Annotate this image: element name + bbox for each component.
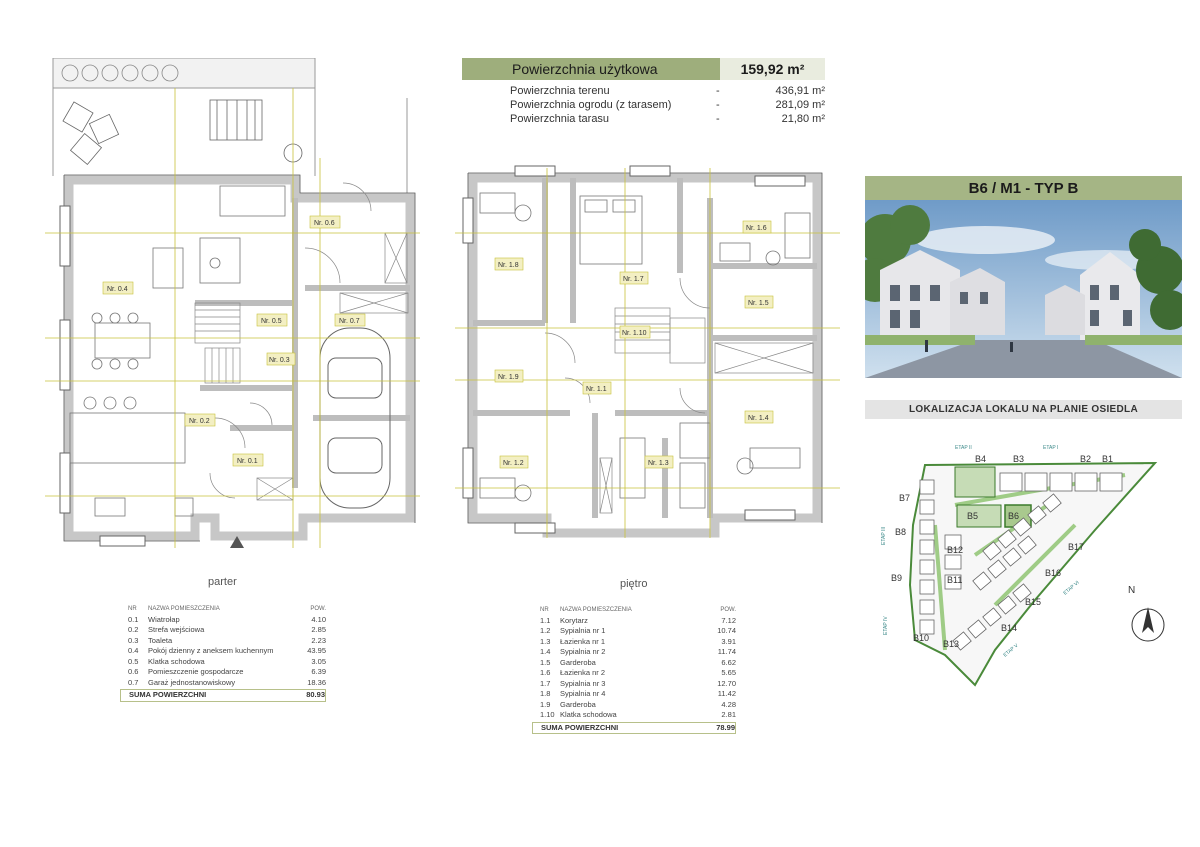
room-label: Nr. 0.5 (261, 318, 282, 325)
room-label: Nr. 1.9 (498, 374, 519, 381)
entrance-arrow-icon (230, 536, 244, 548)
svg-text:N: N (1128, 585, 1135, 596)
table-header: NR NAZWA POMIESZCZENIA POW. (128, 606, 326, 612)
table-header: NR NAZWA POMIESZCZENIA POW. (540, 607, 736, 613)
room-label: Nr. 1.7 (623, 276, 644, 283)
room-label: Nr. 1.4 (748, 415, 769, 422)
table-sum-row: SUMA POWIERZCHNI 80.93 (120, 689, 326, 702)
building-label: B13 (943, 639, 959, 649)
usable-area-header: Powierzchnia użytkowa 159,92 m² (462, 58, 825, 80)
site-plan-map: B1 B2 B3 B4 B5 B6 B7 B8 B9 B10 B11 B12 B… (881, 445, 1165, 687)
stage-label: ETAP V (1002, 642, 1020, 658)
building-label: B16 (1045, 568, 1061, 578)
ground-floor-plan: Nr. 0.4 Nr. 0.6 Nr. 0.5 Nr. 0.7 Nr. 0.3 … (45, 58, 420, 548)
building-label: B3 (1013, 454, 1024, 464)
room-label: Nr. 1.2 (503, 460, 524, 467)
usable-area-value: 159,92 m² (720, 58, 825, 80)
building-label: B17 (1068, 542, 1084, 552)
location-banner: LOKALIZACJA LOKALU NA PLANIE OSIEDLA (865, 400, 1182, 419)
room-label: Nr. 1.8 (498, 262, 519, 269)
area-summary-row: Powierzchnia tarasu - 21,80 m² (510, 113, 825, 125)
building-label: B5 (967, 511, 978, 521)
building-label: B11 (947, 575, 962, 585)
hedge (52, 58, 316, 89)
terrace-furniture (62, 99, 303, 166)
building-label: B4 (975, 454, 986, 464)
room-label: Nr. 1.6 (746, 225, 767, 232)
unit-title-banner: B6 / M1 - TYP B (865, 176, 1182, 200)
stage-label: ETAP IV (883, 616, 889, 635)
room-label: Nr. 0.6 (314, 220, 335, 227)
area-summary-row: Powierzchnia ogrodu (z tarasem) - 281,09… (510, 99, 825, 111)
stage-label: ETAP III (881, 527, 887, 545)
estate-rendering-image (865, 200, 1182, 378)
building-label: B8 (895, 527, 906, 537)
room-label: Nr. 0.3 (269, 357, 290, 364)
compass-icon: N (1128, 585, 1165, 642)
stage-label: ETAP VI (1062, 580, 1080, 597)
building-label: B10 (913, 633, 929, 643)
upper-floor-plan: Nr. 1.8 Nr. 1.7 Nr. 1.6 Nr. 1.5 Nr. 1.10… (455, 165, 840, 538)
building-label: B6 (1008, 511, 1019, 521)
room-label: Nr. 1.5 (748, 300, 769, 307)
upper-floor-caption: piętro (620, 578, 648, 590)
room-label: Nr. 1.3 (648, 460, 669, 467)
room-label: Nr. 0.7 (339, 318, 360, 325)
room-label: Nr. 1.1 (586, 386, 607, 393)
area-summary-row: Powierzchnia terenu - 436,91 m² (510, 85, 825, 97)
stairs (194, 302, 241, 384)
ground-room-labels: Nr. 0.4 Nr. 0.6 Nr. 0.5 Nr. 0.7 Nr. 0.3 … (102, 215, 366, 467)
room-label: Nr. 0.4 (107, 286, 128, 293)
area-summary-list: Powierzchnia terenu - 436,91 m² Powierzc… (510, 84, 825, 126)
ground-floor-caption: parter (208, 576, 237, 588)
usable-area-label: Powierzchnia użytkowa (462, 58, 720, 80)
building-label: B15 (1025, 597, 1041, 607)
stage-label: ETAP I (1043, 445, 1058, 451)
building-label: B14 (1001, 623, 1017, 633)
building-label: B7 (899, 493, 910, 503)
building-label: B1 (1102, 454, 1113, 464)
building-label: B12 (947, 545, 963, 555)
building-label: B2 (1080, 454, 1091, 464)
room-label: Nr. 1.10 (622, 330, 647, 337)
table-sum-row: SUMA POWIERZCHNI 78.99 (532, 721, 736, 734)
building-label: B9 (891, 573, 902, 583)
stage-label: ETAP II (955, 445, 972, 451)
room-label: Nr. 0.1 (237, 458, 258, 465)
room-label: Nr. 0.2 (189, 418, 210, 425)
